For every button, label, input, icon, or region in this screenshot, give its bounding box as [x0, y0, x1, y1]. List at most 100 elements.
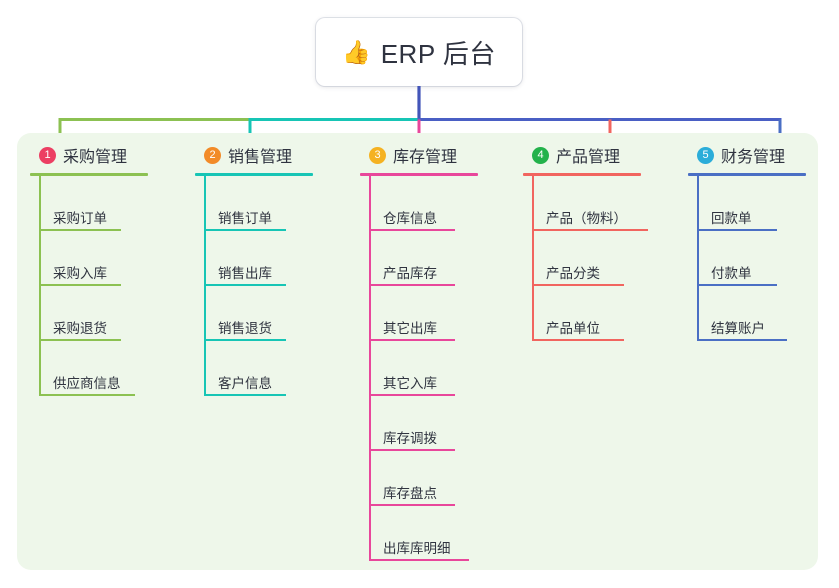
branch-spine-line — [369, 176, 371, 561]
mindmap-panel — [17, 133, 818, 570]
branch-spine-line — [204, 176, 206, 396]
branch-item-underline — [532, 339, 624, 341]
branch-item-underline — [204, 339, 286, 341]
branch-item[interactable]: 其它入库 — [369, 341, 478, 396]
branch-number-badge: 2 — [204, 146, 221, 164]
branch-item-underline — [204, 229, 286, 231]
branch-number-badge: 1 — [39, 146, 56, 164]
branch-number-badge: 5 — [697, 146, 714, 164]
branch-item[interactable]: 回款单 — [697, 176, 806, 231]
branch-number-badge: 3 — [369, 146, 386, 164]
branch-underline — [523, 173, 641, 176]
branch-header[interactable]: 5 财务管理 — [688, 143, 806, 167]
branch-item-underline — [369, 394, 455, 396]
branch-column-inventory: 3 库存管理仓库信息产品库存其它出库其它入库库存调拨库存盘点出库库明细 — [360, 143, 478, 561]
branch-spine-line — [532, 176, 534, 341]
branch-item-label: 仓库信息 — [383, 211, 437, 226]
branch-item-label: 销售出库 — [218, 266, 272, 281]
branch-item-label: 产品分类 — [546, 266, 600, 281]
branch-item-label: 产品（物料） — [546, 211, 627, 226]
branch-item-label: 销售订单 — [218, 211, 272, 226]
branch-item-label: 采购订单 — [53, 211, 107, 226]
branch-item-underline — [532, 284, 624, 286]
branch-item-underline — [204, 394, 286, 396]
branch-item-underline — [369, 559, 469, 561]
branch-item[interactable]: 结算账户 — [697, 286, 806, 341]
branch-item-label: 出库库明细 — [383, 541, 451, 556]
branch-item-label: 付款单 — [711, 266, 752, 281]
branch-item[interactable]: 客户信息 — [204, 341, 313, 396]
branch-header[interactable]: 1 采购管理 — [30, 143, 148, 167]
branch-item-underline — [369, 449, 455, 451]
branch-title: 产品管理 — [556, 149, 621, 166]
branch-item-underline — [39, 284, 121, 286]
branch-item-underline — [204, 284, 286, 286]
branch-item-list: 仓库信息产品库存其它出库其它入库库存调拨库存盘点出库库明细 — [369, 176, 478, 561]
root-node-card[interactable]: 👍 ERP 后台 — [316, 18, 522, 86]
branch-title: 采购管理 — [63, 149, 128, 166]
branch-column-finance: 5 财务管理回款单付款单结算账户 — [688, 143, 806, 341]
branch-item-underline — [697, 339, 787, 341]
branch-item-underline — [697, 229, 777, 231]
branch-item-label: 库存调拨 — [383, 431, 437, 446]
branch-item[interactable]: 产品分类 — [532, 231, 641, 286]
branch-item-label: 销售退货 — [218, 321, 272, 336]
branch-number-badge: 4 — [532, 146, 549, 164]
branch-item-label: 采购退货 — [53, 321, 107, 336]
branch-item[interactable]: 产品单位 — [532, 286, 641, 341]
branch-item-label: 结算账户 — [711, 321, 765, 336]
branch-title: 财务管理 — [721, 149, 786, 166]
branch-underline — [30, 173, 148, 176]
branch-item-label: 回款单 — [711, 211, 752, 226]
branch-item-underline — [39, 394, 135, 396]
branch-item-label: 其它出库 — [383, 321, 437, 336]
branch-item-label: 采购入库 — [53, 266, 107, 281]
branch-item[interactable]: 采购订单 — [39, 176, 148, 231]
branch-title: 销售管理 — [228, 149, 293, 166]
branch-item[interactable]: 采购入库 — [39, 231, 148, 286]
branch-item-label: 库存盘点 — [383, 486, 437, 501]
branch-item-label: 客户信息 — [218, 376, 272, 391]
branch-item-list: 回款单付款单结算账户 — [697, 176, 806, 341]
branch-item[interactable]: 销售订单 — [204, 176, 313, 231]
branch-item[interactable]: 销售出库 — [204, 231, 313, 286]
branch-item-label: 产品库存 — [383, 266, 437, 281]
branch-underline — [195, 173, 313, 176]
branch-item[interactable]: 库存盘点 — [369, 451, 478, 506]
branch-item-underline — [39, 229, 121, 231]
branch-item-underline — [369, 504, 455, 506]
branch-underline — [360, 173, 478, 176]
branch-item-label: 其它入库 — [383, 376, 437, 391]
root-node-title: ERP 后台 — [380, 38, 496, 69]
branch-column-sales: 2 销售管理销售订单销售出库销售退货客户信息 — [195, 143, 313, 396]
branch-item[interactable]: 产品库存 — [369, 231, 478, 286]
branch-item[interactable]: 产品（物料） — [532, 176, 648, 231]
branch-title: 库存管理 — [393, 149, 458, 166]
branch-item-list: 销售订单销售出库销售退货客户信息 — [204, 176, 313, 396]
branch-item-label: 产品单位 — [546, 321, 600, 336]
branch-item[interactable]: 销售退货 — [204, 286, 313, 341]
branch-item[interactable]: 其它出库 — [369, 286, 478, 341]
branch-item[interactable]: 库存调拨 — [369, 396, 478, 451]
branch-item[interactable]: 采购退货 — [39, 286, 148, 341]
branch-header[interactable]: 2 销售管理 — [195, 143, 313, 167]
thumbs-up-icon: 👍 — [342, 38, 371, 65]
branch-item-underline — [369, 284, 455, 286]
branch-spine-line — [697, 176, 699, 341]
branch-item[interactable]: 出库库明细 — [369, 506, 478, 561]
branch-item[interactable]: 供应商信息 — [39, 341, 148, 396]
branch-column-procurement: 1 采购管理采购订单采购入库采购退货供应商信息 — [30, 143, 148, 396]
branch-item-label: 供应商信息 — [53, 376, 121, 391]
branch-item-underline — [532, 229, 648, 231]
branch-column-product: 4 产品管理产品（物料） 产品分类产品单位 — [523, 143, 648, 341]
branch-item[interactable]: 付款单 — [697, 231, 806, 286]
branch-item-underline — [39, 339, 121, 341]
branch-item-underline — [697, 284, 777, 286]
branch-header[interactable]: 4 产品管理 — [523, 143, 641, 167]
branch-header[interactable]: 3 库存管理 — [360, 143, 478, 167]
branch-item-list: 产品（物料） 产品分类产品单位 — [532, 176, 648, 341]
branch-item-list: 采购订单采购入库采购退货供应商信息 — [39, 176, 148, 396]
branch-spine-line — [39, 176, 41, 396]
branch-underline — [688, 173, 806, 176]
branch-item[interactable]: 仓库信息 — [369, 176, 478, 231]
